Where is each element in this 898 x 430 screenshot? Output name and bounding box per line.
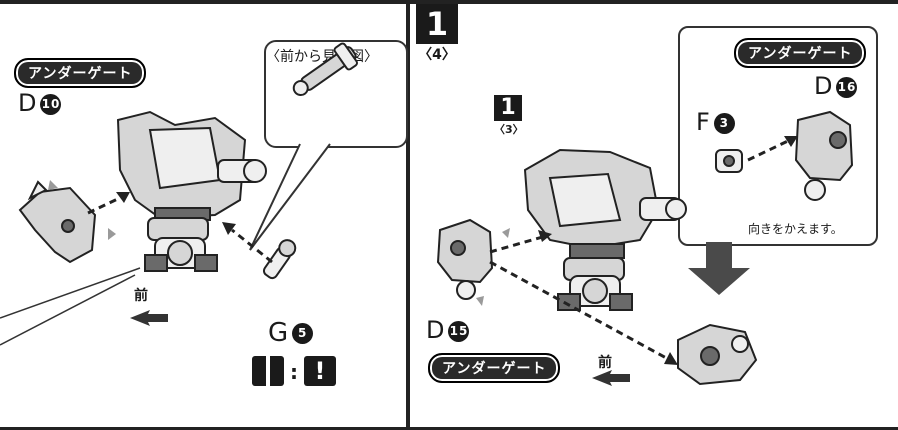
under-gate-badge-bottom: アンダーゲート [428,353,561,383]
trim-gate-icon [252,356,284,386]
down-arrow [688,242,750,295]
torso-assembly [523,148,687,311]
part-d15-letter: D [426,316,446,344]
turn-around-note: 向きをかえます。 [748,222,843,236]
guide-mark [108,228,116,240]
part-d16-shape [794,110,854,201]
instruction-colon: : [290,360,298,384]
part-g5-letter: G [268,318,290,348]
part-g5-number: 5 [292,323,314,344]
part-d15-shape [436,218,494,300]
arrow-g5-head [222,222,236,235]
arrow-d15-to-assembly-head [664,352,678,365]
part-d10-shape [18,180,97,264]
guide-mark [48,180,58,190]
under-gate-badge-left: アンダーゲート [14,58,147,88]
left-illustration [0,42,358,346]
front-label-left: 前 [134,288,148,304]
front-label-right: 前 [598,355,612,371]
right-illustration [436,110,854,386]
part-d10-letter: D [18,89,38,117]
guide-mark [502,228,510,238]
under-gate-badge-inset: アンダーゲート [734,38,867,68]
callout-part-icon [292,42,358,97]
assembled-result [677,323,758,386]
arrow-d10-head [116,192,130,203]
part-d16-letter: D [814,72,834,100]
torso-part [116,110,267,272]
front-arrow-left [130,310,168,326]
arrow-d15 [489,234,547,254]
arrow-g5 [231,228,273,264]
part-f3-letter: F [696,108,711,136]
substep-marker: 1 〈3〉 [494,95,524,137]
arrow-d15-head [538,230,552,242]
part-d10-number: 10 [40,93,62,115]
part-d16-number: 16 [836,76,858,98]
front-arrow-right [592,370,630,386]
part-g5-shape [262,239,297,280]
step-number: 1 [416,4,458,44]
arrow-f3 [747,138,791,162]
step-1-marker: 1 〈4〉 [416,4,458,64]
part-f3-shape [715,149,743,173]
guide-mark [476,296,484,306]
sight-line-1 [0,267,141,319]
step-reference: 〈4〉 [418,47,456,63]
sight-line-2 [0,274,136,346]
substep-number: 1 [494,95,522,121]
top-border [0,0,898,4]
caution-icon: ! [304,356,336,386]
callout-pointer [249,143,331,251]
part-f3-number: 3 [713,112,735,134]
arrow-d15-to-assembly [489,260,671,362]
substep-reference: 〈3〉 [494,123,524,136]
arrow-f3-head [784,136,798,147]
part-d15-number: 15 [448,320,470,342]
